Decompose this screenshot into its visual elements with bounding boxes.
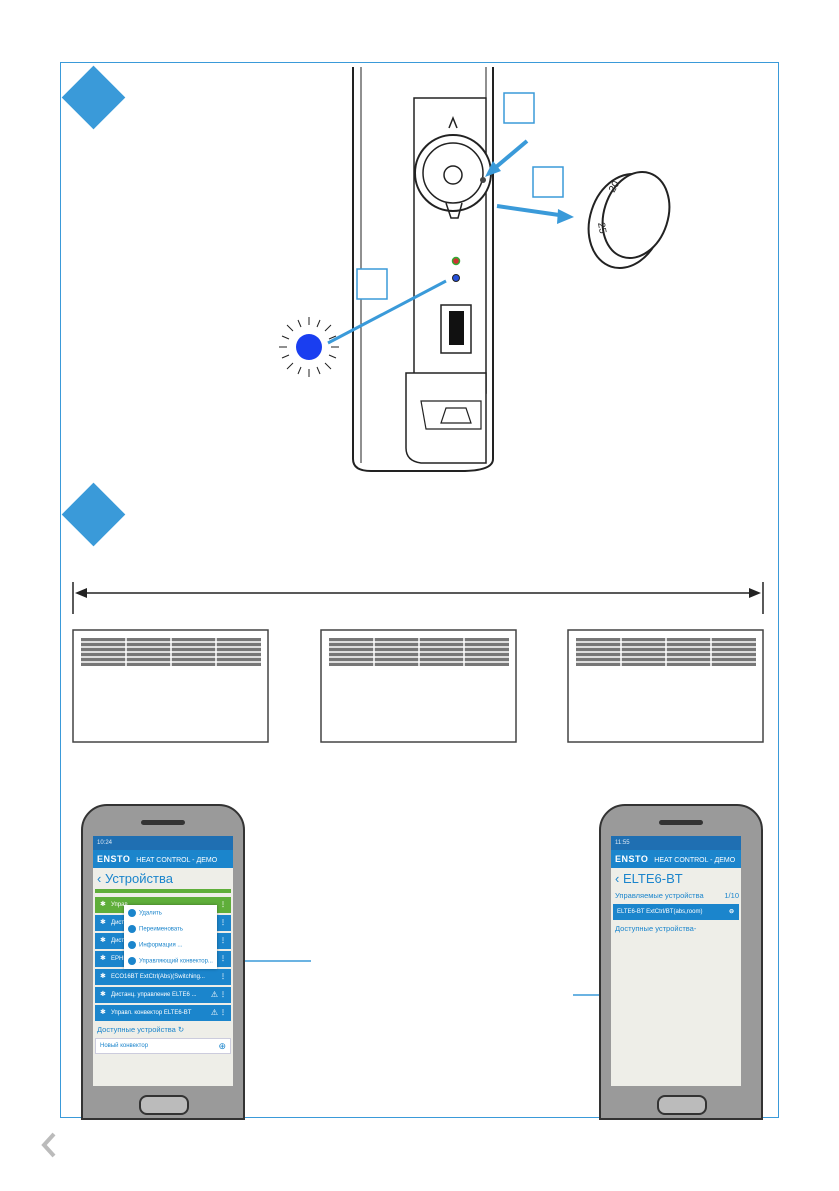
managed-devices-label: Управляемые устройства — [615, 891, 704, 900]
device-label: Дистан — [111, 938, 131, 944]
managed-devices-count: 1/10 — [724, 891, 739, 900]
menu-item-controlling-convector[interactable]: Управляющий конвектор... — [124, 953, 217, 969]
phone-right: 11:55 ENSTO HEAT CONTROL - ДЕМО ‹ ELTE6-… — [599, 804, 763, 1120]
chevron-left-icon[interactable]: ‹ — [97, 871, 102, 886]
thermostat-knob-illustration: 20 25 — [587, 171, 671, 269]
distance-arrow — [72, 582, 764, 614]
app-logo: ENSTO — [615, 854, 649, 864]
new-convector-text: Новый конвектор — [100, 1043, 149, 1049]
bluetooth-icon: ✱ — [100, 1009, 106, 1016]
device-label: Дистанц. управление ELTE6 ... — [111, 992, 197, 998]
more-options-icon[interactable]: ⋮ — [220, 938, 226, 944]
managed-device-label: ELTE6-BT ExtCtrl/BT(abs,room) — [617, 909, 703, 915]
delete-icon — [128, 909, 136, 917]
more-options-icon[interactable]: ⋮ — [220, 956, 226, 962]
page-title-text: ELTE6-BT — [622, 871, 683, 886]
pencil-icon — [128, 925, 136, 933]
heater-illustration-3 — [567, 629, 764, 743]
step-panel-1: 20 25 — [60, 62, 779, 480]
more-options-icon[interactable]: ⋮ — [220, 920, 226, 926]
bluetooth-icon: ✱ — [100, 991, 106, 998]
heater-illustration-2 — [320, 629, 517, 743]
phone-right-screen: 11:55 ENSTO HEAT CONTROL - ДЕМО ‹ ELTE6-… — [611, 836, 741, 1086]
more-options-icon[interactable]: ⋮ — [220, 902, 226, 908]
more-options-icon[interactable]: ⋮ — [220, 1010, 226, 1016]
available-devices-label: Доступные устройства- — [615, 924, 697, 933]
app-title: HEAT CONTROL - ДЕМО — [654, 857, 736, 864]
chevron-left-icon[interactable]: ‹ — [615, 871, 620, 886]
heater-illustration-1 — [72, 629, 269, 743]
page-title[interactable]: ‹ ELTE6-BT — [611, 868, 741, 889]
device-row[interactable]: ✱ Управл. конвектор ELTE6-BT ⚠⋮ — [95, 1005, 231, 1021]
menu-item-delete[interactable]: Удалить — [124, 905, 217, 921]
device-label: Управ — [111, 902, 128, 908]
app-logo: ENSTO — [97, 854, 131, 864]
bluetooth-icon: ✱ — [100, 937, 106, 944]
device-row[interactable]: ✱ ECO16BT ExtCtrl(Abs)(Switching... ⋮ — [95, 969, 231, 985]
heater-icon — [128, 957, 136, 965]
selection-bar — [95, 889, 231, 893]
svg-text:25: 25 — [595, 222, 608, 235]
phone-right-home-button — [657, 1095, 707, 1115]
phone-right-speaker — [659, 820, 703, 825]
warning-icon: ⚠ — [210, 1008, 218, 1017]
app-bar: ENSTO HEAT CONTROL - ДЕМО — [93, 850, 233, 868]
managed-device-row[interactable]: ELTE6-BT ExtCtrl/BT(abs,room) ⊖ — [613, 904, 739, 920]
svg-text:20: 20 — [607, 179, 622, 195]
status-time: 10:24 — [97, 840, 113, 846]
phone-left: 10:24 ENSTO HEAT CONTROL - ДЕМО ‹ Устрой… — [81, 804, 245, 1120]
status-bar: 10:24 — [93, 836, 233, 850]
chevron-left-icon[interactable] — [38, 1130, 60, 1160]
device-label: ECO16BT ExtCtrl(Abs)(Switching... — [111, 974, 205, 980]
context-menu: Удалить Переименовать Информация ... Упр… — [124, 905, 217, 969]
phone-left-screen: 10:24 ENSTO HEAT CONTROL - ДЕМО ‹ Устрой… — [93, 836, 233, 1086]
device-label: Дистан — [111, 920, 131, 926]
menu-item-info[interactable]: Информация ... — [124, 937, 217, 953]
managed-devices-header: Управляемые устройства 1/10 — [611, 889, 741, 902]
device-row[interactable]: ✱ Дистанц. управление ELTE6 ... ⚠⋮ — [95, 987, 231, 1003]
phone-left-home-button — [139, 1095, 189, 1115]
bluetooth-icon: ✱ — [100, 919, 106, 926]
heater-side-illustration — [279, 67, 574, 472]
app-title: HEAT CONTROL - ДЕМО — [136, 857, 218, 864]
bluetooth-icon: ✱ — [100, 973, 106, 980]
menu-item-rename[interactable]: Переименовать — [124, 921, 217, 937]
page-title[interactable]: ‹ Устройства — [93, 868, 233, 889]
phone-left-speaker — [141, 820, 185, 825]
bluetooth-icon: ✱ — [100, 955, 106, 962]
more-options-icon[interactable]: ⋮ — [220, 992, 226, 998]
remove-icon[interactable]: ⊖ — [728, 909, 734, 915]
available-devices-label: Доступные устройства ↻ — [97, 1025, 185, 1034]
add-icon[interactable]: ⊕ — [218, 1041, 226, 1051]
new-convector-field[interactable]: Новый конвектор ⊕ — [95, 1038, 231, 1054]
step-panel-2: 10:24 ENSTO HEAT CONTROL - ДЕМО ‹ Устрой… — [60, 478, 779, 1120]
status-time: 11:55 — [615, 840, 630, 846]
status-bar: 11:55 — [611, 836, 741, 850]
bluetooth-icon: ✱ — [100, 901, 106, 908]
step-marker-2 — [61, 482, 126, 547]
app-bar: ENSTO HEAT CONTROL - ДЕМО — [611, 850, 741, 868]
device-label: Управл. конвектор ELTE6-BT — [111, 1010, 192, 1016]
page-title-text: Устройства — [104, 871, 173, 886]
info-icon — [128, 941, 136, 949]
more-options-icon[interactable]: ⋮ — [220, 974, 226, 980]
warning-icon: ⚠ — [210, 990, 218, 999]
